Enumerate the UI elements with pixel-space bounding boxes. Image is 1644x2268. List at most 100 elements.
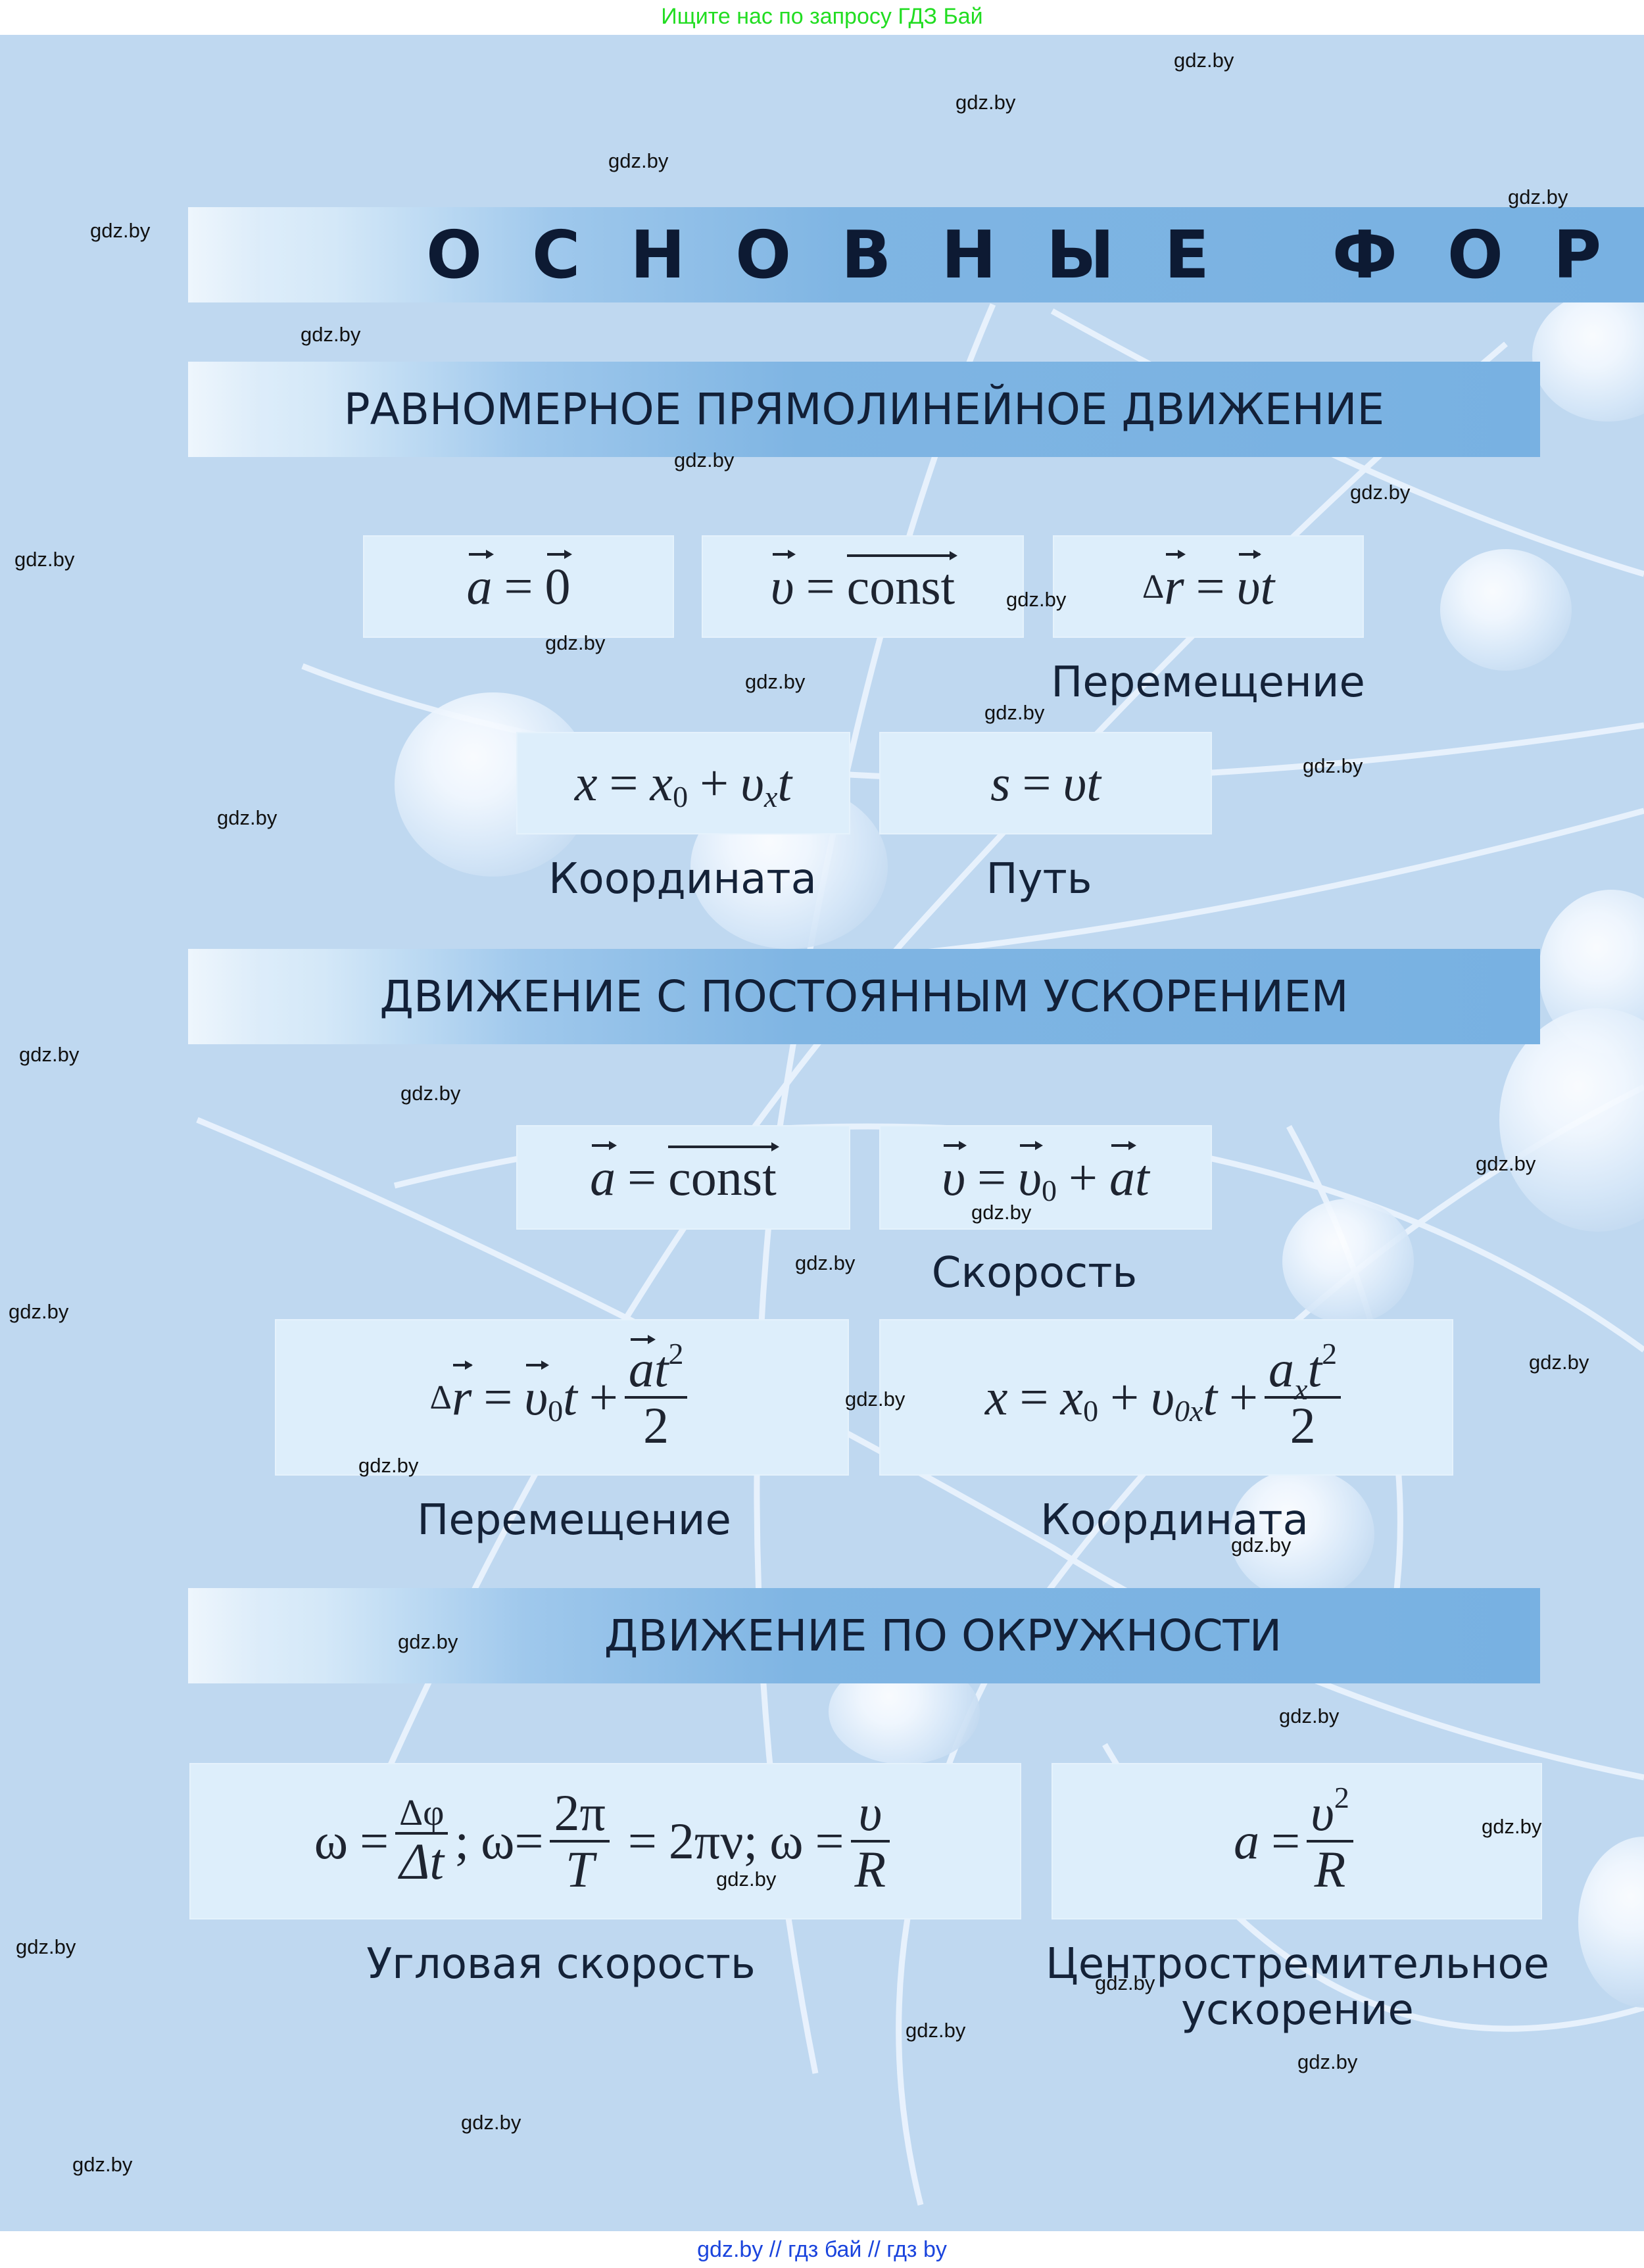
symbol-x: x xyxy=(650,754,673,811)
formula-displacement: Δ r = υ t xyxy=(1142,550,1275,616)
watermark-text: gdz.by xyxy=(1350,481,1411,504)
numerator: 2π xyxy=(554,1784,606,1842)
fraction: υ2 R xyxy=(1307,1781,1353,1898)
watermark-text: gdz.by xyxy=(1297,2050,1358,2073)
symbol-t: t xyxy=(777,754,792,811)
fraction: at2 2 xyxy=(624,1335,688,1454)
subscript-0: 0 xyxy=(548,1393,564,1428)
symbol-s: s xyxy=(990,754,1011,811)
symbol-r: r xyxy=(1164,550,1186,615)
symbol-a: a xyxy=(1269,1340,1295,1398)
section-heading: РАВНОМЕРНОЕ ПРЯМОЛИНЕЙНОЕ ДВИЖЕНИЕ xyxy=(343,384,1385,435)
formula-poster: ОСНОВНЫЕ ФОР РАВНОМЕРНОЕ ПРЯМОЛИНЕЙНОЕ Д… xyxy=(0,35,1644,2231)
watermark-text: gdz.by xyxy=(608,149,669,172)
equals-sign: = xyxy=(1271,1812,1301,1870)
label-centripetal-line2: ускорение xyxy=(1181,1986,1414,2035)
band-lead xyxy=(188,207,260,302)
section-heading: ДВИЖЕНИЕ ПО ОКРУЖНОСТИ xyxy=(604,1610,1282,1661)
watermark-text: gdz.by xyxy=(674,448,735,471)
symbol-omega: ω xyxy=(769,1812,804,1870)
fraction-line xyxy=(1265,1396,1342,1399)
watermark-text: gdz.by xyxy=(1231,1533,1292,1556)
symbol-a: a xyxy=(590,1140,617,1206)
subscript-0x: 0x xyxy=(1174,1393,1203,1428)
watermark-text: gdz.by xyxy=(795,1251,856,1274)
equals-sign: = xyxy=(627,1148,657,1206)
watermark-text: gdz.by xyxy=(217,806,278,829)
title-band: ОСНОВНЫЕ ФОР xyxy=(188,207,1644,302)
watermark-text: gdz.by xyxy=(1279,1704,1340,1727)
watermark-text: gdz.by xyxy=(1095,1971,1155,1994)
symbol-delta: Δ xyxy=(429,1378,452,1416)
numerator: υ2 xyxy=(1307,1781,1353,1842)
symbol-v: υ xyxy=(1311,1784,1334,1842)
watermark-text: gdz.by xyxy=(461,2111,521,2134)
equals-sign: = xyxy=(1196,558,1225,615)
formula-centripetal: a = υ2 R xyxy=(1234,1781,1360,1898)
formula-angular-velocity: ω = Δφ Δt ; ω = 2π T = 2πν; ω = υ R xyxy=(314,1786,896,1896)
semicolon: ; xyxy=(454,1812,470,1870)
section-header-constant-acceleration: ДВИЖЕНИЕ С ПОСТОЯННЫМ УСКОРЕНИЕМ xyxy=(188,949,1540,1044)
watermark-text: gdz.by xyxy=(1529,1351,1589,1374)
subscript-0: 0 xyxy=(673,779,689,813)
formula-box-v-const: υ = const xyxy=(702,535,1024,638)
equals-sign: = xyxy=(806,558,835,615)
equals-sign: = xyxy=(1022,754,1052,811)
section-header-circular-motion: ДВИЖЕНИЕ ПО ОКРУЖНОСТИ xyxy=(188,1588,1540,1683)
label-path: Путь xyxy=(986,855,1092,904)
watermark-text: gdz.by xyxy=(358,1454,419,1477)
watermark-text: gdz.by xyxy=(400,1082,461,1105)
symbol-v: υ xyxy=(1018,1140,1043,1206)
label-coordinate: Координата xyxy=(548,855,817,904)
superscript-2: 2 xyxy=(668,1337,684,1371)
symbol-t: t xyxy=(1134,1148,1149,1206)
top-banner-text[interactable]: Ищите нас по запросу ГДЗ Бай xyxy=(661,4,983,29)
formula-a-zero: a = 0 xyxy=(466,550,572,616)
watermark-text: gdz.by xyxy=(984,701,1045,724)
symbol-a: a xyxy=(466,550,494,615)
symbol-a: a xyxy=(1109,1140,1136,1206)
plus-sign: + xyxy=(1068,1148,1098,1206)
section-heading: ДВИЖЕНИЕ С ПОСТОЯННЫМ УСКОРЕНИЕМ xyxy=(379,971,1349,1022)
denominator: R xyxy=(1314,1841,1346,1898)
sphere-decoration xyxy=(1440,549,1572,671)
symbol-t: t xyxy=(1307,1340,1322,1398)
watermark-text: gdz.by xyxy=(1303,754,1363,777)
fraction: 2π T xyxy=(550,1784,610,1896)
symbol-t: t xyxy=(1260,558,1275,615)
two-pi-nu: 2πν; xyxy=(668,1812,758,1870)
denominator: 2 xyxy=(643,1397,669,1454)
superscript-2: 2 xyxy=(1334,1781,1349,1815)
watermark-text: gdz.by xyxy=(971,1201,1032,1224)
symbol-a: a xyxy=(1234,1812,1260,1870)
symbol-zero: 0 xyxy=(544,550,572,615)
fraction-line xyxy=(850,1840,890,1843)
denominator: Δt xyxy=(399,1833,445,1891)
watermark-text: gdz.by xyxy=(72,2153,133,2176)
fraction-line xyxy=(395,1832,448,1835)
watermark-text: gdz.by xyxy=(1508,185,1568,208)
watermark-text: gdz.by xyxy=(398,1630,458,1653)
fraction-line xyxy=(1307,1840,1353,1843)
watermark-text: gdz.by xyxy=(1174,49,1234,72)
equals-sign: = xyxy=(627,1812,657,1870)
top-banner: Ищите нас по запросу ГДЗ Бай xyxy=(0,0,1644,35)
watermark-text: gdz.by xyxy=(716,1868,777,1891)
denominator: 2 xyxy=(1290,1397,1316,1454)
symbol-const: const xyxy=(668,1142,779,1206)
label-velocity: Скорость xyxy=(931,1249,1138,1297)
fraction: Δφ Δt xyxy=(395,1793,448,1891)
equals-sign: = xyxy=(483,1368,513,1426)
plus-sign: + xyxy=(1229,1368,1259,1426)
bottom-banner-links[interactable]: gdz.by // гдз бай // гдз by xyxy=(697,2237,947,2262)
sphere-decoration xyxy=(1532,290,1644,422)
symbol-v: υ xyxy=(1236,550,1262,615)
band-lead xyxy=(188,1588,260,1683)
symbol-const: const xyxy=(846,551,957,615)
